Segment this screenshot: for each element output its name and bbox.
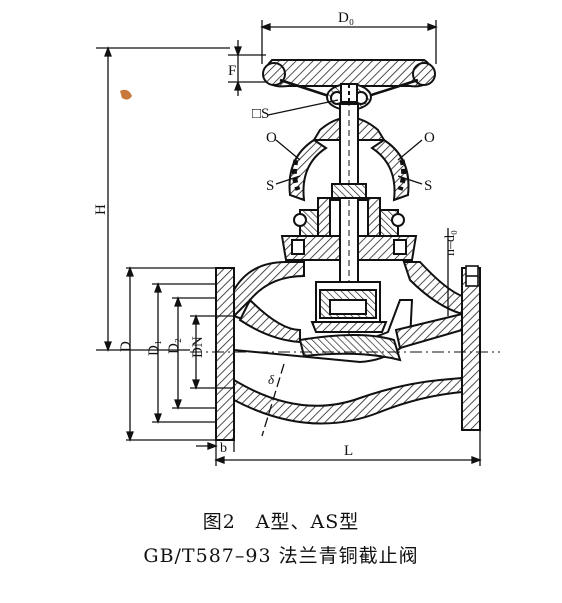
figure-caption-title: 图2 A型、AS型: [202, 511, 360, 533]
label-d2: D₂: [166, 338, 182, 354]
label-s-left: S: [266, 178, 274, 194]
label-s-right: S: [424, 178, 432, 194]
f-dimension: [228, 40, 266, 96]
label-o-right: O: [424, 130, 435, 146]
diameter-dimensions: [126, 266, 234, 442]
label-d: D: [118, 341, 134, 352]
label-f: F: [228, 63, 236, 79]
stray-mark: [120, 89, 132, 100]
label-n-d0: n–d₀: [443, 230, 458, 256]
label-b: b: [220, 441, 227, 456]
d0-dimension: [260, 20, 438, 64]
handwheel: [262, 59, 436, 111]
leader-lines: [275, 139, 423, 185]
label-h: H: [93, 204, 109, 215]
valve-body: [215, 261, 481, 441]
h-dimension: [96, 46, 230, 352]
label-o-left: O: [266, 130, 277, 146]
label-delta: δ: [268, 372, 275, 387]
figure-caption-subtitle: GB/T587–93 法兰青铜截止阀: [143, 545, 419, 567]
label-l: L: [344, 443, 353, 459]
label-square-s: □S: [252, 106, 269, 122]
label-d1: D₁: [146, 340, 162, 356]
label-d0: D₀: [338, 10, 354, 26]
flange-bolt: [465, 265, 479, 287]
label-dn: DN: [190, 336, 206, 358]
b-l-dimensions: [196, 430, 482, 466]
delta-leader: [261, 363, 285, 437]
